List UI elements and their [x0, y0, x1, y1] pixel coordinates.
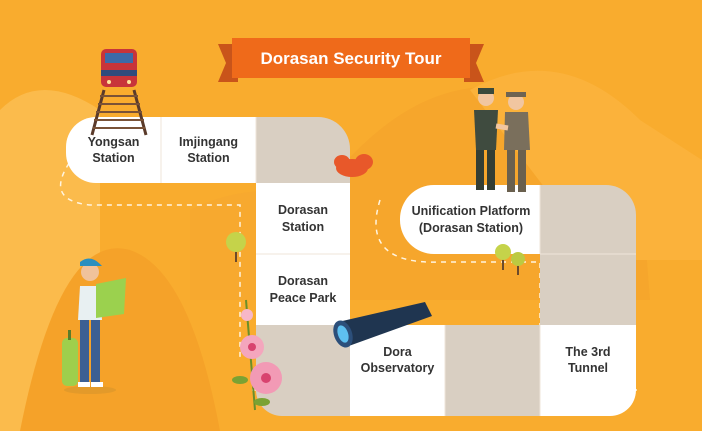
- tile-corner: [256, 325, 350, 416]
- tile-unification: [399, 185, 540, 254]
- tile-observatory: [350, 325, 445, 416]
- telescope-icon: [333, 302, 432, 348]
- dashed-route: [59, 154, 241, 360]
- flower-icon: [232, 299, 282, 411]
- tile-yongsan: [66, 117, 161, 183]
- station-unification-platform: Unification Platform (Dorasan Station): [411, 204, 531, 235]
- station-imjingang: Imjingang Station: [178, 134, 239, 165]
- tile-borders: [160, 117, 636, 416]
- tile-corner: [256, 117, 350, 183]
- tree-icon: [495, 244, 525, 275]
- station-yongsan: Yongsan Station: [87, 134, 140, 165]
- page-title: Dorasan Security Tour: [260, 49, 442, 68]
- tile-peace-park: [256, 254, 350, 325]
- tile-third-tunnel: [540, 325, 636, 416]
- tile-blank: [445, 325, 540, 416]
- tile-blank: [540, 254, 636, 325]
- title-banner: [218, 38, 484, 82]
- cloud-icon: [334, 154, 373, 177]
- traveler-icon: [62, 258, 126, 394]
- station-dorasan-peace-park: Dorasan Peace Park: [269, 274, 337, 305]
- train-icon: [90, 49, 148, 136]
- tile-dorasan: [256, 183, 350, 254]
- station-third-tunnel: The 3rd Tunnel: [565, 344, 611, 375]
- tile-corner: [540, 185, 636, 254]
- station-dora-observatory: Dora Observatory: [360, 344, 435, 375]
- soldiers-handshake-icon: [474, 88, 530, 192]
- tile-imjingang: [161, 117, 256, 183]
- station-dorasan: Dorasan Station: [277, 203, 329, 234]
- tree-icon: [226, 232, 246, 262]
